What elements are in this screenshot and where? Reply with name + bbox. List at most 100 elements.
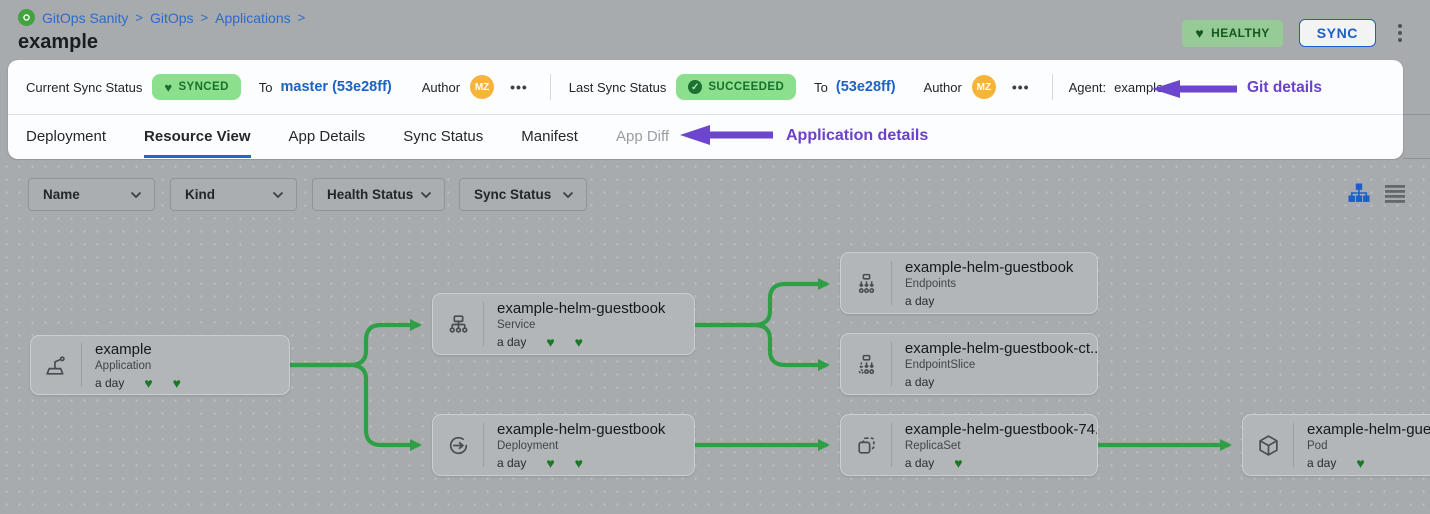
breadcrumb-link-applications[interactable]: Applications bbox=[215, 9, 291, 26]
divider bbox=[1403, 158, 1430, 159]
git-details-annotation: Git details bbox=[1247, 79, 1322, 96]
current-commit-link[interactable]: master (53e28ff) bbox=[280, 79, 392, 95]
divider bbox=[891, 423, 892, 467]
author-avatar[interactable]: MZ bbox=[971, 75, 996, 99]
heart-icon: ♥ bbox=[164, 79, 173, 95]
resource-node-endpointslice[interactable]: example-helm-guestbook-ct... EndpointSli… bbox=[840, 333, 1098, 395]
breadcrumb-separator: > bbox=[200, 10, 209, 25]
application-icon bbox=[31, 353, 81, 378]
heart-icon: ♥ bbox=[574, 454, 583, 471]
chevron-down-icon bbox=[562, 191, 574, 198]
author-label: Author bbox=[923, 79, 962, 95]
breadcrumb-separator: > bbox=[297, 10, 306, 25]
chevron-down-icon bbox=[420, 191, 432, 198]
heart-icon: ♥ bbox=[574, 333, 583, 350]
node-kind: Endpoints bbox=[905, 277, 957, 290]
application-tabs: Deployment Resource View App Details Syn… bbox=[8, 115, 1403, 158]
node-age: a day bbox=[904, 374, 935, 389]
node-name: example-helm-guestbook bbox=[497, 420, 666, 438]
sync-button[interactable]: SYNC bbox=[1298, 19, 1376, 47]
tab-sync-status[interactable]: Sync Status bbox=[403, 127, 484, 145]
synced-badge-label: SYNCED bbox=[178, 81, 229, 93]
synced-badge: ♥ SYNCED bbox=[152, 74, 241, 100]
gitops-logo-icon bbox=[18, 9, 35, 26]
more-options-icon[interactable]: ••• bbox=[510, 79, 528, 95]
heart-icon: ♥ bbox=[1356, 454, 1365, 471]
node-kind: Service bbox=[497, 318, 536, 331]
deployment-icon bbox=[433, 433, 483, 458]
tab-deployment[interactable]: Deployment bbox=[26, 127, 107, 145]
node-name: example-helm-guestbook bbox=[497, 299, 666, 317]
node-kind: Pod bbox=[1307, 439, 1328, 452]
node-kind: EndpointSlice bbox=[904, 358, 976, 371]
kebab-menu-icon[interactable] bbox=[1392, 20, 1408, 46]
node-age: a day bbox=[904, 455, 935, 470]
check-circle-icon: ✓ bbox=[688, 80, 703, 94]
node-age: a day bbox=[497, 455, 527, 470]
header-actions: ♥ HEALTHY SYNC bbox=[1182, 19, 1408, 47]
resource-node-replicaset[interactable]: example-helm-guestbook-74... ReplicaSet … bbox=[840, 414, 1098, 476]
chevron-down-icon bbox=[130, 191, 142, 198]
application-details-annotation: Application details bbox=[786, 127, 929, 144]
sync-status-filter-dropdown[interactable]: Sync Status bbox=[459, 178, 587, 211]
breadcrumb-separator: > bbox=[135, 10, 143, 25]
node-name: example-helm-guestbook-ct... bbox=[904, 339, 1097, 357]
divider bbox=[81, 343, 82, 387]
current-sync-status-label: Current Sync Status bbox=[26, 79, 143, 95]
resource-node-application[interactable]: example Application a day ♥♥ bbox=[30, 335, 290, 395]
service-icon bbox=[433, 312, 483, 337]
to-label: To bbox=[814, 79, 828, 95]
health-status-filter-dropdown[interactable]: Health Status bbox=[312, 178, 445, 211]
more-options-icon[interactable]: ••• bbox=[1011, 79, 1030, 95]
node-health-icons: ♥♥ bbox=[546, 454, 583, 471]
resource-tree-canvas[interactable]: Name Kind Health Status Sync Status bbox=[0, 160, 1430, 514]
author-label: Author bbox=[421, 79, 461, 95]
endpoints-icon bbox=[841, 271, 891, 296]
divider bbox=[1051, 74, 1053, 100]
heart-icon: ♥ bbox=[172, 374, 181, 391]
resource-node-deployment[interactable]: example-helm-guestbook Deployment a day … bbox=[432, 414, 695, 476]
node-health-icons: ♥♥ bbox=[144, 374, 181, 391]
list-view-icon[interactable] bbox=[1384, 183, 1406, 205]
heart-icon: ♥ bbox=[546, 454, 555, 471]
resource-node-pod[interactable]: example-helm-guest Pod a day ♥ bbox=[1242, 414, 1430, 476]
node-health-icons: ♥♥ bbox=[546, 333, 583, 350]
succeeded-badge: ✓ SUCCEEDED bbox=[676, 74, 797, 100]
health-status-badge: ♥ HEALTHY bbox=[1182, 19, 1283, 47]
breadcrumb: GitOps Sanity > GitOps > Applications > bbox=[18, 9, 305, 26]
breadcrumb-link-project[interactable]: GitOps Sanity bbox=[42, 9, 129, 26]
tab-manifest[interactable]: Manifest bbox=[521, 127, 578, 145]
resource-node-service[interactable]: example-helm-guestbook Service a day ♥♥ bbox=[432, 293, 695, 355]
filter-label: Health Status bbox=[327, 187, 414, 202]
breadcrumb-link-module[interactable]: GitOps bbox=[149, 9, 194, 26]
divider bbox=[891, 342, 892, 386]
tree-view-icon[interactable] bbox=[1348, 183, 1370, 205]
heart-icon: ♥ bbox=[954, 454, 963, 471]
node-name: example-helm-guestbook-74... bbox=[904, 420, 1097, 438]
heart-icon: ♥ bbox=[144, 374, 153, 391]
node-age: a day bbox=[497, 334, 527, 349]
tab-app-diff[interactable]: App Diff bbox=[615, 127, 670, 145]
node-name: example-helm-guest bbox=[1307, 420, 1430, 438]
filter-label: Sync Status bbox=[474, 187, 552, 202]
agent-value: example bbox=[1114, 79, 1164, 95]
last-commit-link[interactable]: (53e28ff) bbox=[835, 79, 896, 95]
page-title: example bbox=[18, 31, 99, 53]
divider bbox=[1293, 423, 1294, 467]
node-kind: Deployment bbox=[497, 439, 559, 452]
git-details-arrow bbox=[1152, 80, 1237, 98]
page-header: GitOps Sanity > GitOps > Applications > … bbox=[0, 0, 1430, 60]
heart-icon: ♥ bbox=[546, 333, 555, 350]
resource-node-endpoints[interactable]: example-helm-guestbook Endpoints a day bbox=[840, 252, 1098, 314]
health-badge-label: HEALTHY bbox=[1211, 26, 1270, 40]
kind-filter-dropdown[interactable]: Kind bbox=[170, 178, 297, 211]
divider bbox=[891, 261, 892, 305]
tab-app-details[interactable]: App Details bbox=[288, 127, 366, 145]
sync-status-bar: Current Sync Status ♥ SYNCED To master (… bbox=[8, 60, 1403, 115]
divider bbox=[549, 74, 551, 100]
author-avatar[interactable]: MZ bbox=[470, 75, 495, 99]
divider bbox=[1403, 114, 1430, 115]
name-filter-dropdown[interactable]: Name bbox=[28, 178, 155, 211]
tab-resource-view[interactable]: Resource View bbox=[144, 115, 251, 158]
filter-label: Kind bbox=[185, 187, 215, 202]
